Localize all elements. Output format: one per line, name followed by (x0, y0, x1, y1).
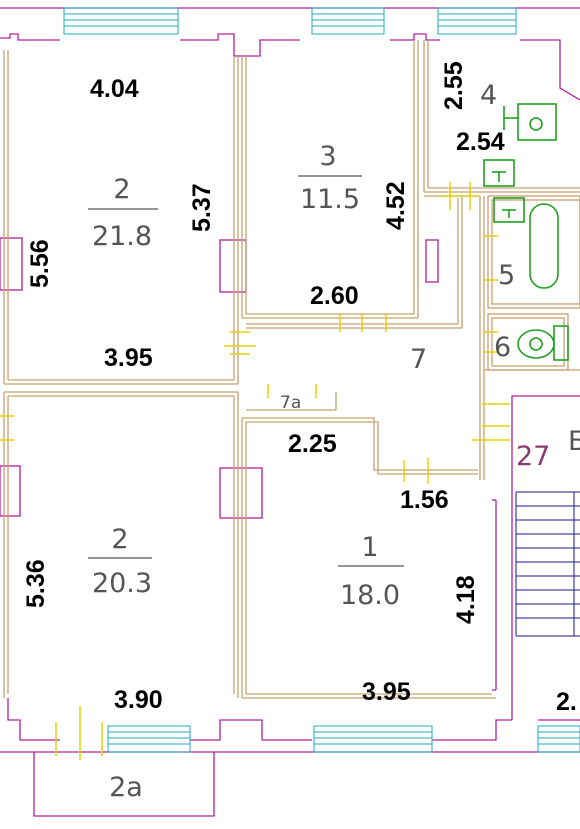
windows (63, 7, 580, 753)
window-top-right (437, 7, 517, 35)
sink-icon (503, 103, 557, 141)
room-3-number: 3 (319, 141, 336, 172)
dim-4-18: 4.18 (452, 575, 480, 624)
stair-27-number: 27 (516, 441, 550, 472)
dim-2-25: 2.25 (288, 430, 337, 458)
inner-walls (3, 40, 580, 699)
room-2-upper-number: 2 (113, 174, 130, 205)
room-4-number: 4 (480, 80, 497, 111)
dim-3-90: 3.90 (114, 686, 163, 714)
room-7-number: 7 (410, 344, 427, 375)
window-top-mid (311, 7, 385, 35)
dim-1-56: 1.56 (400, 486, 449, 514)
water-heater-icon (483, 159, 515, 187)
dim-2-60: 2.60 (310, 282, 359, 310)
room-labels: 2 21.8 3 11.5 4 5 6 7 7a 2 20.3 1 18.0 2… (88, 80, 550, 803)
window-top-left (63, 7, 179, 35)
fixtures (483, 103, 569, 361)
dim-3-95-lower: 3.95 (362, 678, 411, 706)
dim-5-37: 5.37 (188, 183, 216, 232)
room-1-number: 1 (361, 532, 378, 563)
dimension-labels: 4.04 5.37 5.56 3.95 4.52 2.60 2.55 2.54 … (22, 61, 580, 716)
dim-edge-right: 2. (556, 688, 577, 716)
window-bottom-right (537, 725, 580, 753)
dim-3-95-upper: 3.95 (104, 344, 153, 372)
room-6-number: 6 (494, 332, 511, 363)
room-7a-number: 7a (280, 393, 301, 413)
label-edge-right: Б (568, 426, 580, 457)
room-3-area: 11.5 (300, 184, 360, 215)
window-bottom-mid (313, 725, 433, 753)
room-1-area: 18.0 (340, 580, 400, 611)
balcony-2a-number: 2a (109, 772, 143, 803)
room-2-lower-number: 2 (111, 524, 128, 555)
window-bottom-left (107, 725, 191, 753)
room-2-upper-area: 21.8 (92, 221, 152, 252)
dim-5-56: 5.56 (26, 239, 54, 288)
dim-4-04: 4.04 (90, 75, 139, 103)
dim-2-55: 2.55 (440, 61, 468, 110)
room-5-number: 5 (498, 260, 515, 291)
door-marks (0, 182, 510, 760)
dim-4-52: 4.52 (382, 181, 410, 230)
toilet-icon (517, 325, 569, 361)
dim-2-54: 2.54 (456, 128, 505, 156)
stairs (515, 491, 580, 637)
dim-5-36: 5.36 (22, 559, 50, 608)
room-2-lower-area: 20.3 (92, 568, 152, 599)
bathtub-icon (493, 197, 559, 289)
